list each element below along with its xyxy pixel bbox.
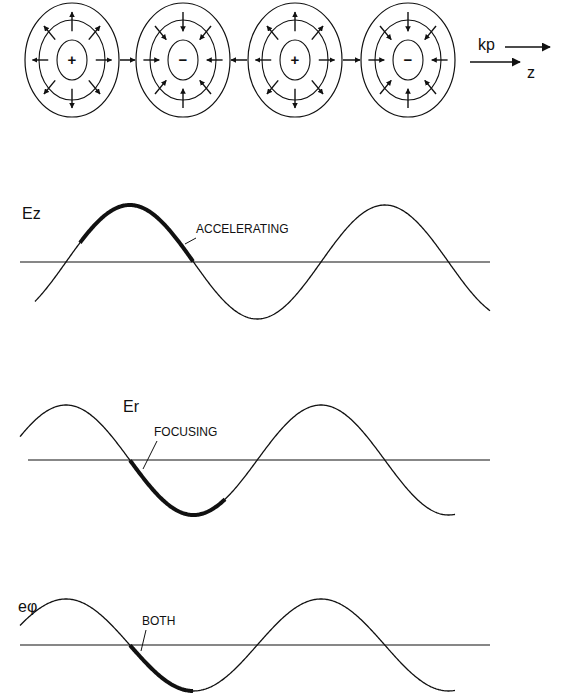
axis-label: z	[527, 64, 535, 82]
field-label: Ez	[22, 205, 41, 223]
connectors	[120, 60, 360, 61]
wave-curve	[35, 205, 490, 319]
charge-ellipse: −	[360, 2, 456, 118]
charge-ellipse: +	[24, 2, 120, 118]
connector-arrow	[343, 59, 360, 61]
potential-label: eφ	[18, 598, 37, 616]
region-label: BOTH	[142, 614, 175, 628]
wave-curve	[20, 599, 455, 691]
charge-ellipse: −	[135, 2, 231, 118]
leader-line	[143, 441, 157, 469]
wave-vector-arrow	[505, 46, 550, 48]
leader-line	[141, 630, 146, 651]
charge-sign: −	[135, 52, 231, 68]
field-label: Er	[123, 398, 139, 416]
region-label: ACCELERATING	[196, 222, 288, 236]
axis-line	[20, 261, 490, 262]
connector-arrow	[231, 59, 247, 61]
charge-ellipse: +	[247, 2, 343, 118]
highlighted-phase	[80, 205, 193, 261]
charge-sign: +	[24, 52, 120, 68]
leader-line	[185, 238, 196, 244]
connector-arrow	[120, 59, 135, 61]
wave-curves	[20, 205, 490, 691]
axis-line	[28, 459, 490, 460]
field-lines	[32, 12, 447, 108]
wave-curve	[20, 405, 455, 515]
wave-vector-label: kp	[478, 36, 495, 54]
region-label: FOCUSING	[154, 425, 217, 439]
highlighted-phase	[130, 645, 193, 691]
axis-line	[20, 644, 490, 645]
z-axis-arrow	[470, 61, 520, 63]
highlighted-phase	[130, 460, 225, 515]
charge-sign: −	[360, 52, 456, 68]
charge-sign: +	[247, 52, 343, 68]
